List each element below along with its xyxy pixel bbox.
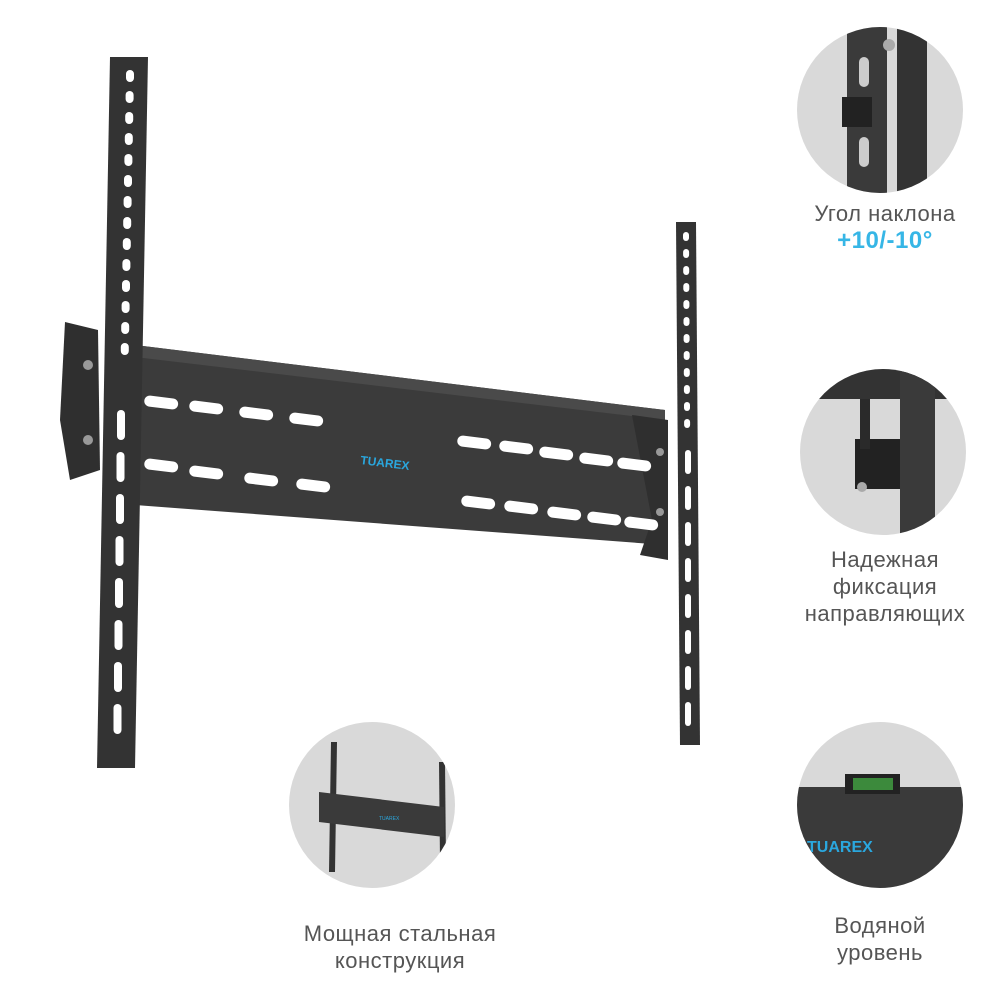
upright-hole [122, 238, 131, 250]
upright-hole [121, 301, 130, 313]
upright-hole [684, 419, 691, 428]
upright-hole [124, 175, 132, 187]
rail-slot [587, 511, 622, 526]
upright-hole [683, 317, 690, 326]
left-tilt-bracket [60, 322, 100, 480]
rail-slot [144, 395, 179, 410]
upright-hole [121, 322, 130, 334]
feature-fixation-line2: фиксация [832, 574, 938, 599]
detail-tilt-image [797, 27, 963, 193]
upright-hole [124, 154, 133, 166]
upright-slot [685, 486, 691, 510]
upright-slot [685, 594, 691, 618]
svg-text:TUAREX: TUAREX [379, 816, 400, 822]
right-upright [676, 222, 700, 745]
feature-tilt-value: +10/-10° [837, 227, 933, 254]
upright-hole [684, 402, 690, 411]
feature-fixation-label: Надежная фиксация направляющих [780, 546, 990, 627]
svg-text:TUAREX: TUAREX [807, 839, 873, 856]
upright-hole [683, 232, 689, 241]
detail-fixation-image [800, 369, 966, 535]
rail-slot [289, 412, 324, 427]
feature-tilt-title: Угол наклона [814, 201, 956, 226]
feature-fixation-line3: направляющих [804, 601, 966, 626]
feature-level-line2: уровень [836, 940, 923, 965]
upright-hole [122, 259, 131, 271]
upright-slot [685, 522, 691, 546]
upright-slot [114, 620, 123, 650]
upright-slot [114, 662, 122, 692]
rail-slot [296, 478, 331, 493]
upright-hole [125, 112, 134, 124]
upright-slot [115, 578, 123, 608]
upright-hole [123, 196, 132, 208]
upright-slot [685, 666, 691, 690]
upright-hole [124, 133, 133, 145]
upright-slot [115, 536, 124, 566]
horizontal-rail [135, 345, 665, 545]
upright-slot [685, 558, 691, 582]
feature-construction-line1: Мощная стальная [303, 921, 497, 946]
rail-slot [499, 440, 534, 455]
upright-hole [126, 70, 134, 82]
upright-hole [683, 249, 690, 258]
upright-slot [117, 410, 125, 440]
feature-level-label: Водяной уровень [780, 912, 980, 966]
rail-slot [624, 516, 659, 531]
rail-slot [244, 472, 279, 487]
upright-slot [116, 452, 125, 482]
upright-hole [123, 217, 132, 229]
rail-slot [144, 458, 179, 473]
brand-logo: TUAREX [360, 453, 411, 473]
rail-slot [457, 435, 492, 450]
rail-slot [461, 495, 496, 510]
detail-level-image: TUAREX [797, 722, 963, 888]
feature-fixation-line1: Надежная [831, 547, 939, 572]
feature-construction-line2: конструкция [334, 948, 466, 973]
upright-hole [683, 300, 690, 309]
upright-slot [685, 450, 691, 474]
upright-slot [113, 704, 122, 734]
upright-hole [683, 266, 690, 275]
upright-hole [683, 385, 690, 394]
upright-slot [685, 630, 691, 654]
upright-hole [122, 280, 130, 292]
detail-construction-image: TUAREX [289, 722, 455, 888]
upright-hole [120, 343, 129, 355]
upright-hole [683, 368, 690, 377]
feature-tilt-label: Угол наклона +10/-10° [780, 200, 990, 254]
upright-hole [683, 351, 690, 360]
rail-slot [579, 452, 614, 467]
upright-slot [116, 494, 124, 524]
rail-slot [189, 465, 224, 480]
rail-slot [189, 400, 224, 415]
rail-slot [504, 500, 539, 515]
rail-slot [239, 406, 274, 421]
upright-hole [683, 283, 690, 292]
upright-slot [685, 702, 691, 726]
rail-slot [547, 506, 582, 521]
feature-level-line1: Водяной [834, 913, 926, 938]
rail-slot [617, 457, 652, 472]
feature-construction-label: Мощная стальная конструкция [260, 920, 540, 974]
upright-hole [125, 91, 134, 103]
rail-slot [539, 446, 574, 461]
upright-hole [683, 334, 690, 343]
